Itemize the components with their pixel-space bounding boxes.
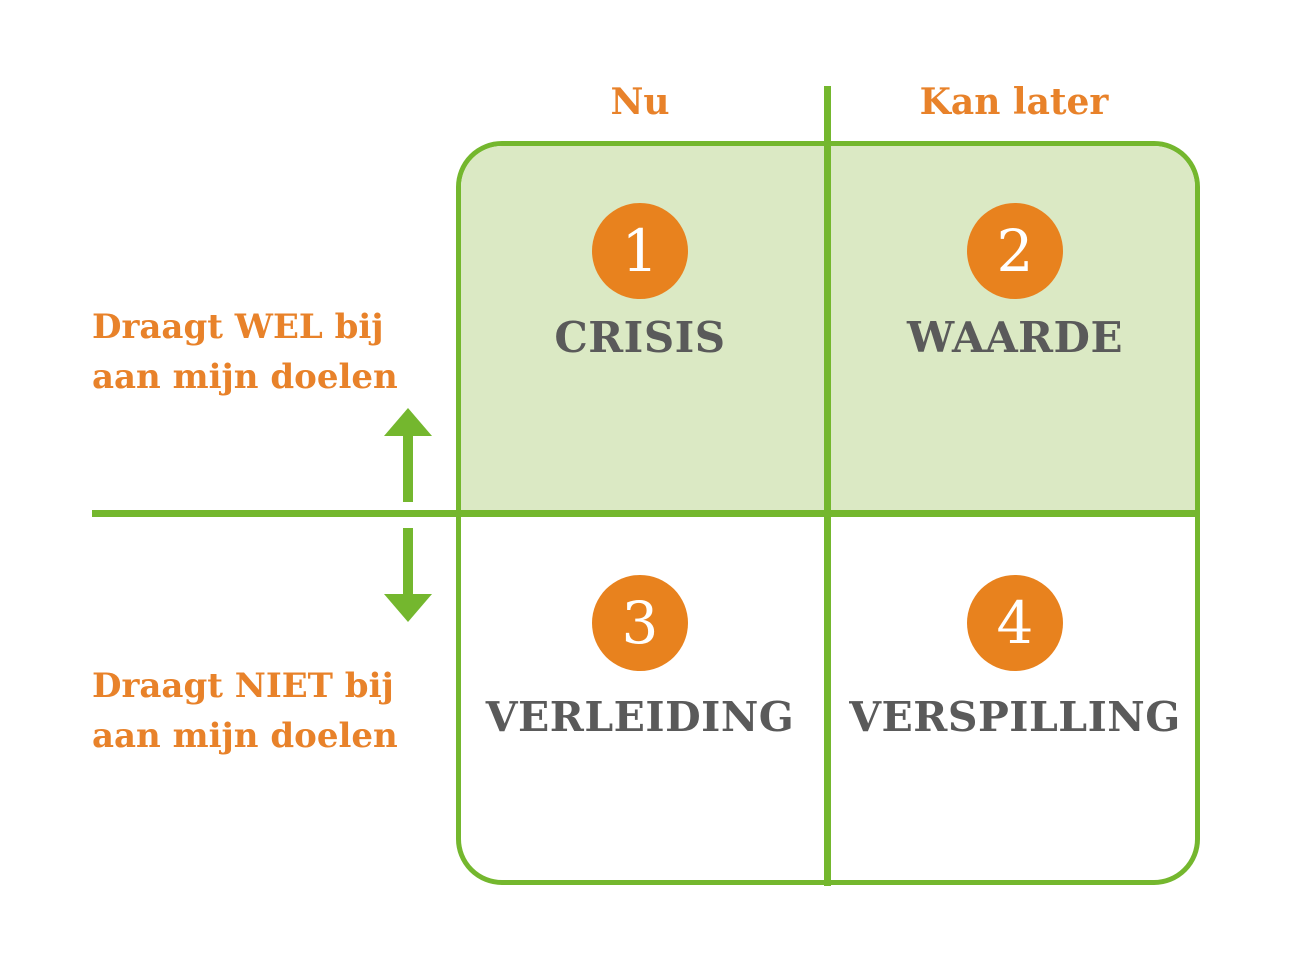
- column-header-now: Nu: [610, 81, 670, 123]
- quadrant-crisis: 1 CRISIS: [456, 141, 824, 511]
- number-badge-3: 3: [592, 575, 688, 671]
- quadrant-label-waarde: WAARDE: [907, 313, 1123, 362]
- vertical-divider: [824, 86, 831, 886]
- column-header-later: Kan later: [919, 81, 1109, 123]
- row-label-not-contributes: Draagt NIET bij aan mijn doelen: [92, 661, 398, 761]
- quadrant-verspilling: 4 VERSPILLING: [831, 517, 1199, 887]
- arrow-down-icon: [384, 528, 432, 622]
- horizontal-divider: [92, 510, 1200, 517]
- quadrant-waarde: 2 WAARDE: [831, 141, 1199, 511]
- row-label-contributes-line1: Draagt WEL bij: [92, 307, 384, 347]
- number-badge-1: 1: [592, 203, 688, 299]
- row-label-not-contributes-line2: aan mijn doelen: [92, 716, 398, 756]
- quadrant-label-verleiding: VERLEIDING: [485, 693, 795, 741]
- quadrant-verleiding: 3 VERLEIDING: [456, 517, 824, 887]
- quadrant-label-verspilling: VERSPILLING: [849, 693, 1181, 741]
- row-label-contributes: Draagt WEL bij aan mijn doelen: [92, 302, 398, 402]
- number-badge-4: 4: [967, 575, 1063, 671]
- row-label-contributes-line2: aan mijn doelen: [92, 357, 398, 397]
- quadrant-label-crisis: CRISIS: [554, 313, 726, 362]
- row-label-not-contributes-line1: Draagt NIET bij: [92, 666, 394, 706]
- arrow-up-icon: [384, 408, 432, 502]
- number-badge-2: 2: [967, 203, 1063, 299]
